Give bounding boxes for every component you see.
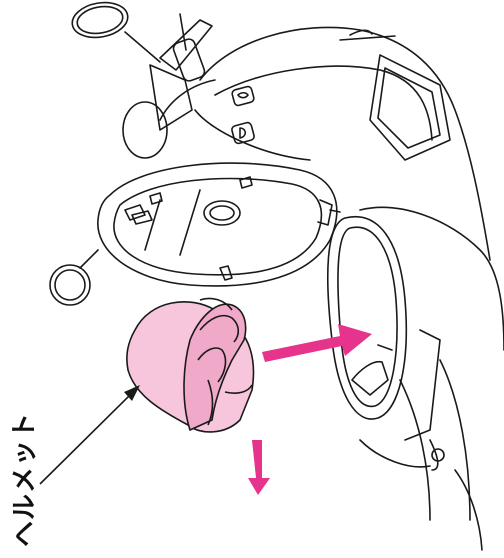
arrow-down bbox=[248, 440, 270, 495]
helmet-label-text: ヘルメット bbox=[4, 412, 41, 547]
seat-lid bbox=[328, 217, 407, 419]
mirror-top bbox=[69, 0, 160, 62]
helmet-label: ヘルメット bbox=[2, 400, 42, 558]
handlebar bbox=[123, 14, 215, 158]
mirror-bottom bbox=[50, 250, 98, 305]
seat-compartment bbox=[98, 163, 340, 286]
helmet bbox=[127, 298, 254, 432]
callout-line bbox=[40, 385, 140, 484]
scooter-body bbox=[195, 27, 504, 550]
arrow-right bbox=[262, 324, 372, 362]
